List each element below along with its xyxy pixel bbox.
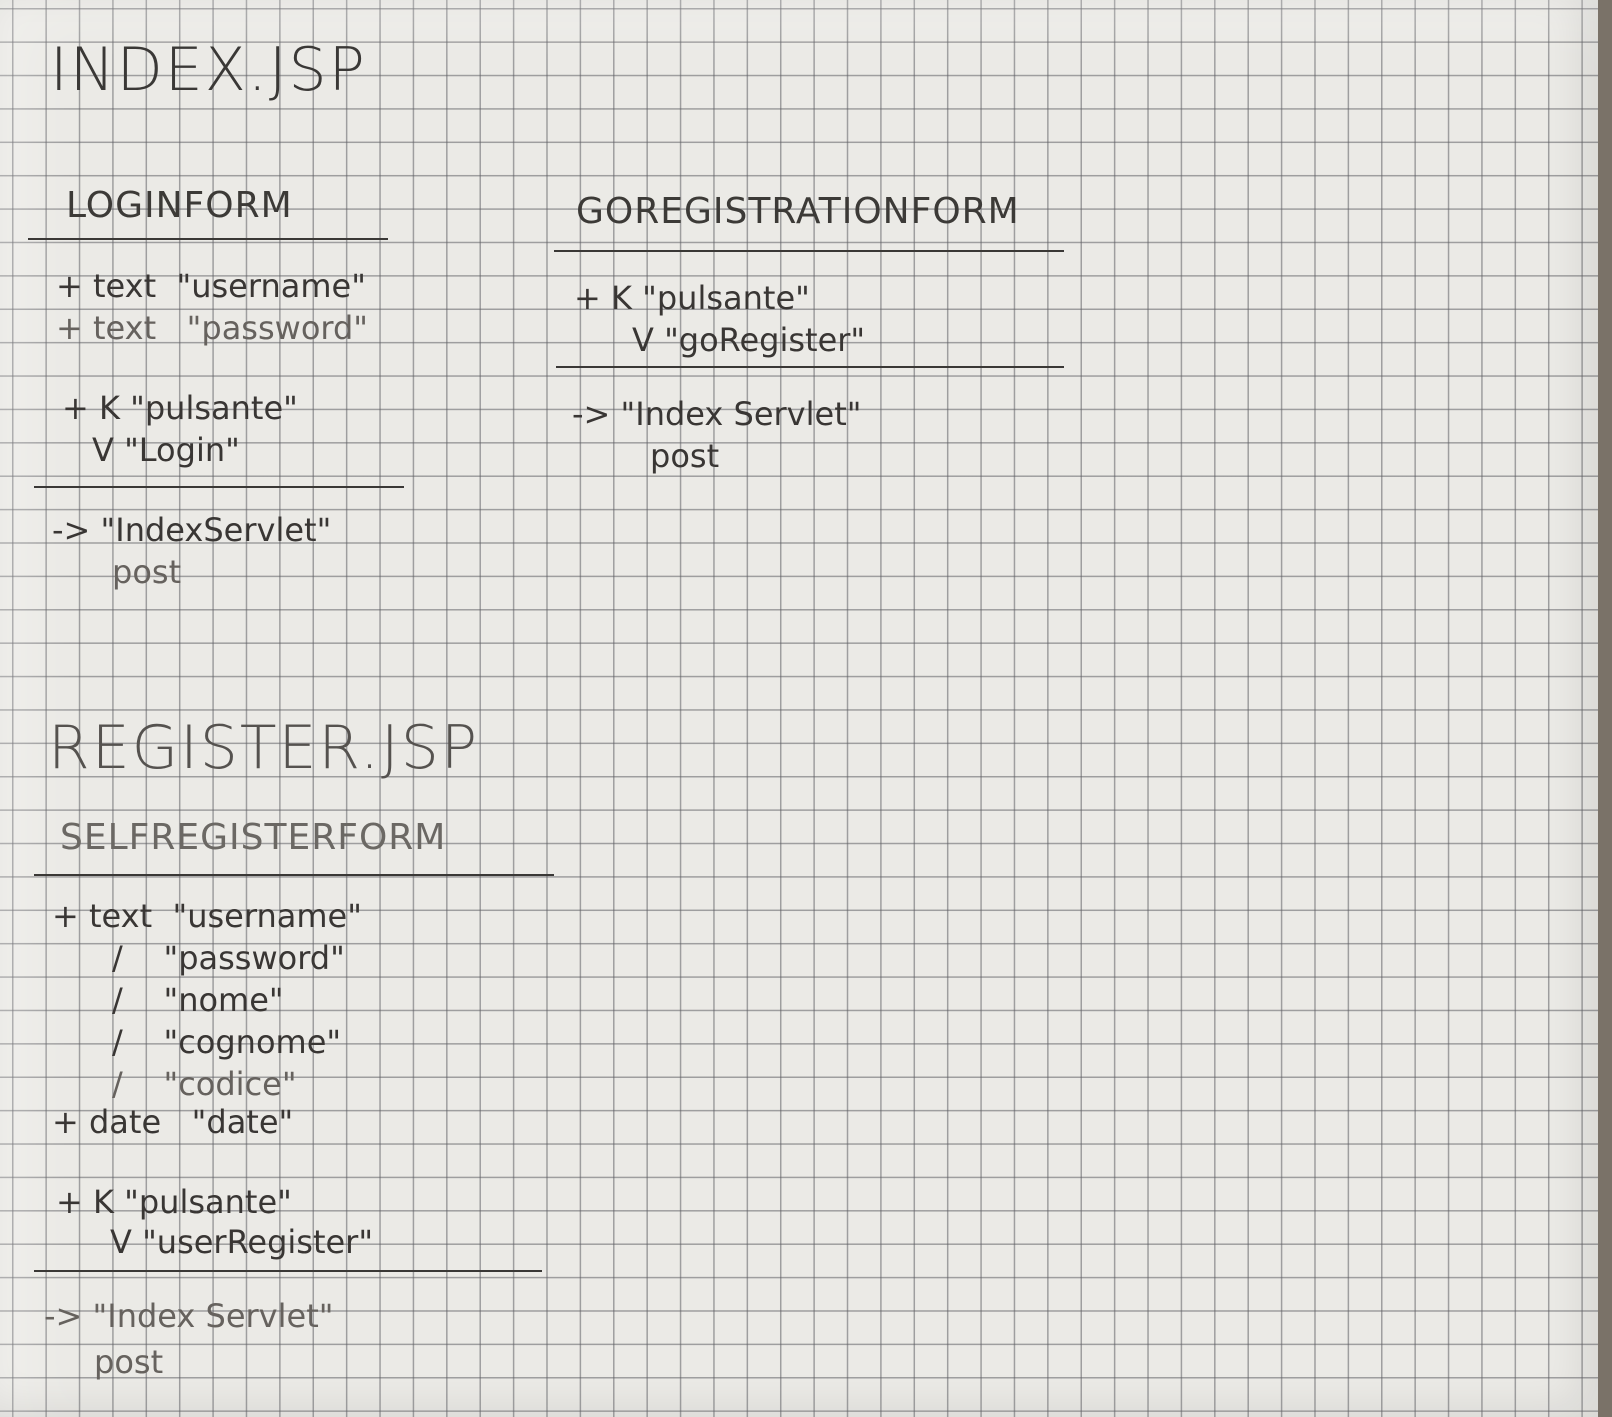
login-button-key: + K "pulsante" bbox=[62, 392, 298, 424]
login-button-value: V "Login" bbox=[92, 434, 240, 466]
go-registration-form-name: GOREGISTRATIONFORM bbox=[576, 191, 1020, 232]
field-type: / bbox=[112, 1023, 123, 1061]
button-v-label: V bbox=[110, 1223, 132, 1261]
register-button-key: + K "pulsante" bbox=[56, 1186, 292, 1218]
action-arrow: -> bbox=[572, 395, 611, 433]
go-registration-action: -> "Index Servlet" bbox=[572, 398, 861, 430]
index-page-title: INDEX.JSP bbox=[50, 35, 367, 105]
field-marker: + bbox=[56, 267, 83, 305]
field-value: "codice" bbox=[163, 1065, 297, 1103]
button-marker: + bbox=[62, 389, 89, 427]
field-marker: + bbox=[52, 1103, 79, 1141]
button-v-value: "Login" bbox=[124, 431, 240, 469]
register-field-codice: / "codice" bbox=[112, 1068, 297, 1100]
action-arrow: -> bbox=[52, 511, 91, 549]
field-marker: + bbox=[56, 309, 83, 347]
field-type: text bbox=[92, 267, 157, 305]
button-k-value: "pulsante" bbox=[642, 279, 810, 317]
login-form-attr-divider bbox=[34, 486, 404, 488]
register-field-password: / "password" bbox=[112, 942, 345, 974]
button-v-label: V bbox=[632, 321, 654, 359]
action-target: "IndexServlet" bbox=[100, 511, 332, 549]
login-field-username: + text "username" bbox=[56, 270, 366, 302]
self-register-attr-divider bbox=[34, 1270, 542, 1272]
field-marker: + bbox=[52, 897, 79, 935]
register-form-method: post bbox=[94, 1343, 164, 1381]
action-target: "Index Servlet" bbox=[92, 1297, 334, 1335]
field-value: "username" bbox=[176, 267, 366, 305]
field-value: "date" bbox=[191, 1103, 294, 1141]
register-button-value: V "userRegister" bbox=[110, 1226, 373, 1258]
register-page-title: REGISTER.JSP bbox=[48, 713, 480, 783]
register-field-nome: / "nome" bbox=[112, 984, 284, 1016]
field-value: "password" bbox=[163, 939, 345, 977]
go-registration-attr-divider bbox=[556, 366, 1064, 368]
register-field-cognome: / "cognome" bbox=[112, 1026, 341, 1058]
field-value: "password" bbox=[186, 309, 369, 347]
button-v-label: V bbox=[92, 431, 114, 469]
login-form-action: -> "IndexServlet" bbox=[52, 514, 331, 546]
register-field-date: + date "date" bbox=[52, 1106, 293, 1138]
login-field-password: + text "password" bbox=[56, 312, 368, 344]
field-value: "cognome" bbox=[163, 1023, 342, 1061]
field-type: date bbox=[88, 1103, 162, 1141]
field-type: / bbox=[112, 939, 123, 977]
field-type: / bbox=[112, 981, 123, 1019]
button-k-value: "pulsante" bbox=[130, 389, 298, 427]
go-registration-name-divider bbox=[554, 250, 1064, 252]
button-marker: + bbox=[574, 279, 601, 317]
register-field-username: + text "username" bbox=[52, 900, 362, 932]
button-v-value: "userRegister" bbox=[142, 1223, 374, 1261]
button-k-label: K bbox=[610, 279, 632, 317]
self-register-form-name: SELFREGISTERFORM bbox=[60, 817, 447, 858]
self-register-name-divider bbox=[34, 874, 554, 876]
button-marker: + bbox=[56, 1183, 83, 1221]
action-target: "Index Servlet" bbox=[620, 395, 862, 433]
field-type: / bbox=[112, 1065, 123, 1103]
field-type: text bbox=[92, 309, 157, 347]
login-form-name: LOGINFORM bbox=[66, 185, 293, 226]
field-value: "username" bbox=[172, 897, 362, 935]
button-k-value: "pulsante" bbox=[124, 1183, 292, 1221]
go-registration-button-value: V "goRegister" bbox=[632, 324, 865, 356]
login-form-name-divider bbox=[28, 238, 388, 240]
login-form-method: post bbox=[112, 553, 182, 591]
field-value: "nome" bbox=[163, 981, 284, 1019]
button-k-label: K bbox=[98, 389, 120, 427]
field-type: text bbox=[88, 897, 153, 935]
button-v-value: "goRegister" bbox=[664, 321, 866, 359]
register-form-action: -> "Index Servlet" bbox=[44, 1300, 333, 1332]
action-arrow: -> bbox=[44, 1297, 83, 1335]
button-k-label: K bbox=[92, 1183, 114, 1221]
go-registration-button-key: + K "pulsante" bbox=[574, 282, 810, 314]
go-registration-method: post bbox=[650, 437, 720, 475]
